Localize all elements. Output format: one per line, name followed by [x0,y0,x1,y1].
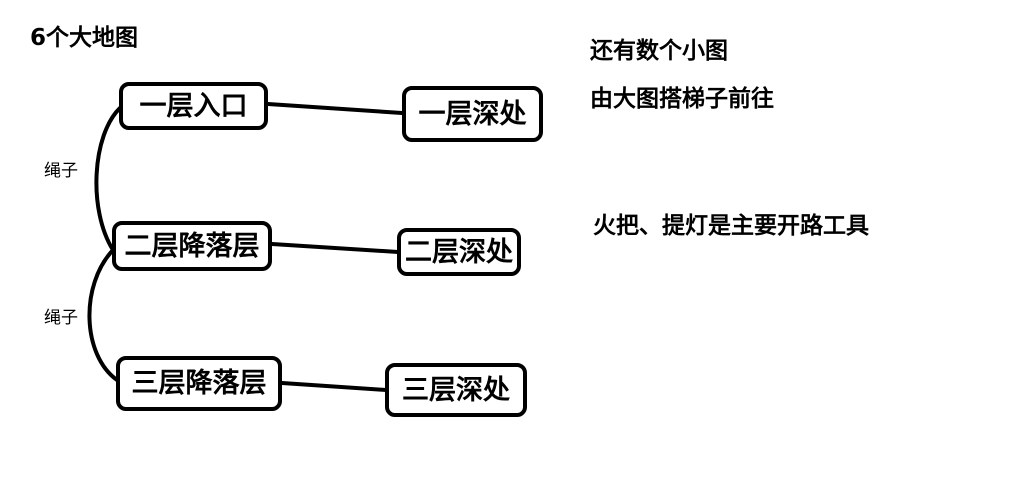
node-floor1-depths: 一层深处 [402,86,543,142]
node-floor2-depths: 二层深处 [397,228,521,276]
edge-floor1 [266,102,404,115]
rope-label-2: 绳子 [44,308,78,328]
diagram-title: 6个大地图 [30,25,139,51]
rope-line-1 [94,106,122,252]
edge-floor2 [270,242,400,254]
node-floor1-entrance: 一层入口 [119,82,268,130]
node-floor3-depths: 三层深处 [385,363,527,417]
node-floor2-landing: 二层降落层 [112,221,272,271]
note-ladder-access: 由大图搭梯子前往 [590,86,774,112]
rope-line-2 [87,248,119,382]
node-floor3-landing: 三层降落层 [116,356,282,411]
note-tools: 火把、提灯是主要开路工具 [593,213,869,239]
edge-floor3 [280,381,388,392]
rope-label-1: 绳子 [44,161,78,181]
note-small-maps: 还有数个小图 [590,38,728,64]
